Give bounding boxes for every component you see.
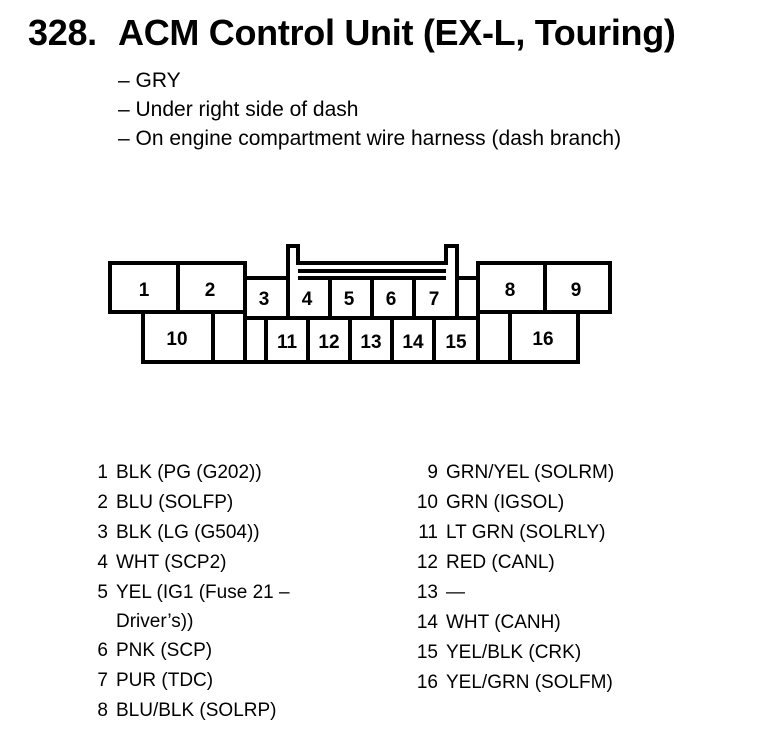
pin-number: 1 — [97, 462, 108, 483]
pin-label-4: 4 — [302, 289, 313, 310]
connector-details: – GRY – Under right side of dash – On en… — [118, 66, 621, 153]
pinout-item: 13 — — [400, 578, 614, 608]
pin-description: — — [446, 582, 465, 603]
pin-number: 9 — [427, 462, 438, 483]
pin-label-14: 14 — [402, 332, 424, 353]
pin-description: BLU (SOLFP) — [116, 492, 234, 513]
pin-label-10: 10 — [166, 329, 187, 350]
pin-number: 16 — [416, 672, 438, 693]
pin-number: 3 — [97, 522, 108, 543]
title-text: ACM Control Unit (EX-L, Touring) — [118, 12, 676, 53]
pin-description: BLK (PG (G202)) — [116, 462, 262, 483]
pinout-item: 4 WHT (SCP2) — [80, 548, 346, 578]
pin-label-16: 16 — [532, 329, 553, 350]
pinout-item: 3 BLK (LG (G504)) — [80, 518, 346, 548]
detail-location: – Under right side of dash — [118, 98, 359, 121]
title: 328. ACM Control Unit (EX-L, Touring) — [28, 12, 676, 54]
pin-description: GRN (IGSOL) — [446, 492, 565, 513]
pin-label-1: 1 — [139, 280, 150, 301]
pin-description: BLK (LG (G504)) — [116, 522, 260, 543]
pinout-list-right: 9 GRN/YEL (SOLRM) 10 GRN (IGSOL) 11 LT GRN … — [400, 458, 614, 698]
pin-description: PNK (SCP) — [116, 640, 213, 661]
pin-number: 7 — [97, 670, 108, 691]
pinout-item: 16 YEL/GRN (SOLFM) — [400, 668, 614, 698]
pin-description: GRN/YEL (SOLRM) — [446, 462, 615, 483]
pin-label-7: 7 — [429, 289, 440, 310]
pin-number: 14 — [416, 612, 438, 633]
pin-label-12: 12 — [318, 332, 339, 353]
pin-label-15: 15 — [445, 332, 467, 353]
pin-description: RED (CANL) — [446, 552, 555, 573]
pinout-item: 11 LT GRN (SOLRLY) — [400, 518, 614, 548]
pin-label-9: 9 — [571, 280, 582, 301]
pin-number: 11 — [418, 522, 438, 543]
pinout-item: 6 PNK (SCP) — [80, 636, 346, 666]
pin-description: WHT (CANH) — [446, 612, 561, 633]
pin-label-3: 3 — [259, 289, 270, 310]
pin-number: 4 — [97, 552, 108, 573]
pin-description: BLU/BLK (SOLRP) — [116, 700, 277, 721]
detail-harness: – On engine compartment wire harness (da… — [118, 127, 622, 150]
pin-description: YEL/GRN (SOLFM) — [446, 672, 613, 693]
pin-number: 6 — [97, 640, 108, 661]
pin-description: WHT (SCP2) — [116, 552, 227, 573]
pin-label-13: 13 — [360, 332, 381, 353]
pinout-item: 15 YEL/BLK (CRK) — [400, 638, 614, 668]
pin-number: 13 — [416, 582, 438, 603]
pin-number: 8 — [97, 700, 108, 721]
pinout-item: 12 RED (CANL) — [400, 548, 614, 578]
title-number: 328. — [28, 12, 97, 53]
pin-label-8: 8 — [505, 280, 516, 301]
pinout-item: 5 YEL (IG1 (Fuse 21 – Driver’s)) — [80, 578, 346, 636]
pinout-item: 7 PUR (TDC) — [80, 666, 346, 696]
pin-label-5: 5 — [344, 289, 355, 310]
pin-description: YEL/BLK (CRK) — [446, 642, 582, 663]
pinout-item: 10 GRN (IGSOL) — [400, 488, 614, 518]
pin-number: 5 — [97, 582, 108, 603]
pinout-item: 1 BLK (PG (G202)) — [80, 458, 346, 488]
pin-number: 10 — [416, 492, 438, 513]
detail-color: – GRY — [118, 69, 181, 92]
pinout-list-left: 1 BLK (PG (G202)) 2 BLU (SOLFP) 3 BLK (LG (… — [80, 458, 346, 726]
pinout-item: 9 GRN/YEL (SOLRM) — [400, 458, 614, 488]
pin-number: 12 — [416, 552, 438, 573]
pin-description: YEL (IG1 (Fuse 21 – Driver’s)) — [116, 582, 290, 632]
pinout-item: 2 BLU (SOLFP) — [80, 488, 346, 518]
pinout-item: 8 BLU/BLK (SOLRP) — [80, 696, 346, 726]
pin-number: 15 — [416, 642, 438, 663]
pin-label-11: 11 — [277, 332, 298, 353]
pin-label-2: 2 — [205, 280, 216, 301]
pin-description: LT GRN (SOLRLY) — [446, 522, 606, 543]
pin-description: PUR (TDC) — [116, 670, 214, 691]
pinout-item: 14 WHT (CANH) — [400, 608, 614, 638]
pin-number: 2 — [97, 492, 108, 513]
pin-label-6: 6 — [386, 289, 397, 310]
